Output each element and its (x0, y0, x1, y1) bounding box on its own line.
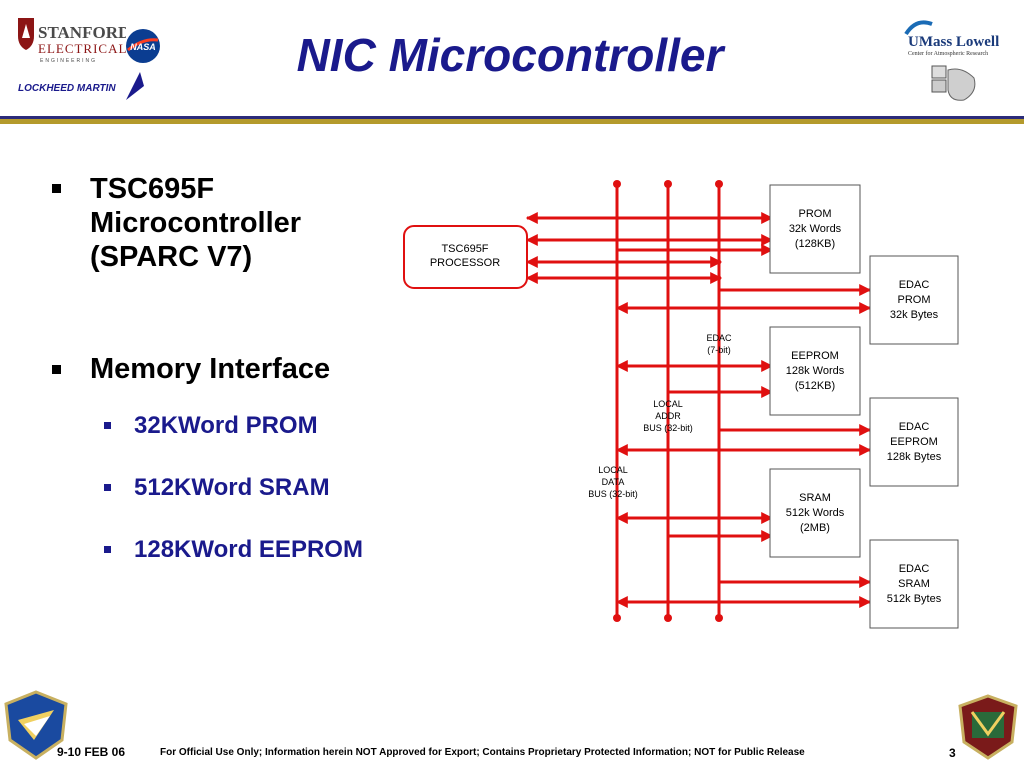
svg-text:BUS (32-bit): BUS (32-bit) (588, 489, 638, 499)
svg-text:EEPROM: EEPROM (791, 350, 839, 362)
memory-block-prom: PROM 32k Words (128KB) (769, 184, 861, 274)
page-title: NIC Microcontroller (296, 29, 724, 81)
sub-bullet-marker (104, 546, 111, 553)
bullet-marker (52, 365, 61, 374)
footer-date: 9-10 FEB 06 (57, 745, 126, 759)
svg-text:UMass Lowell: UMass Lowell (908, 34, 999, 50)
svg-text:LOCAL: LOCAL (598, 465, 628, 475)
title-divider (0, 116, 1024, 124)
svg-text:EDAC: EDAC (706, 333, 732, 343)
svg-text:EDAC: EDAC (899, 563, 930, 575)
engineering-text: ENGINEERING (40, 58, 97, 64)
svg-text:BUS (32-bit): BUS (32-bit) (643, 423, 693, 433)
bullet-memory-interface: Memory Interface (90, 353, 331, 385)
stanford-logo: STANFORD ELECTRICAL ENGINEERING (18, 18, 126, 64)
svg-text:512k Words: 512k Words (786, 507, 845, 519)
sub-bullet-eeprom: 128KWord EEPROM (134, 536, 363, 563)
lockheed-martin-logo: LOCKHEED MARTIN (18, 72, 144, 100)
svg-text:128k Bytes: 128k Bytes (887, 451, 942, 463)
svg-text:PROM: PROM (799, 208, 832, 220)
svg-text:LOCAL: LOCAL (653, 399, 683, 409)
svg-text:NASA: NASA (130, 42, 156, 52)
svg-text:ADDR: ADDR (655, 411, 681, 421)
umass-lowell-logo: UMass Lowell Center for Atmospheric Rese… (904, 20, 999, 57)
stanford-text: STANFORD (38, 23, 126, 42)
footer-disclaimer: For Official Use Only; Information herei… (160, 747, 805, 758)
sri-logo (931, 65, 976, 101)
svg-text:EEPROM: EEPROM (890, 436, 938, 448)
memory-block-edac-prom: EDAC PROM 32k Bytes (869, 255, 959, 345)
processor-connections (525, 212, 774, 284)
svg-text:LOCKHEED MARTIN: LOCKHEED MARTIN (18, 83, 116, 94)
sub-bullet-sram: 512KWord SRAM (134, 474, 330, 501)
sub-bullet-prom: 32KWord PROM (134, 412, 318, 439)
page-number: 3 (949, 746, 956, 760)
svg-text:EDAC: EDAC (899, 279, 930, 291)
bus-label-edac: EDAC (7-bit) (706, 333, 732, 355)
memory-block-edac-sram: EDAC SRAM 512k Bytes (869, 539, 959, 629)
memory-block-edac-eeprom: EDAC EEPROM 128k Bytes (869, 397, 959, 487)
memory-block-eeprom: EEPROM 128k Words (512KB) (769, 326, 861, 416)
air-force-research-lab-emblem (4, 690, 68, 760)
svg-text:32k Bytes: 32k Bytes (890, 309, 939, 321)
svg-text:SRAM: SRAM (799, 492, 831, 504)
bullet-tsc695f: TSC695F Microcontroller (SPARC V7) (90, 173, 302, 273)
memory-connections (615, 244, 872, 608)
svg-text:(2MB): (2MB) (800, 522, 830, 534)
nasa-logo: NASA (126, 29, 160, 63)
sub-bullet-marker (104, 422, 111, 429)
memory-block-sram: SRAM 512k Words (2MB) (769, 468, 861, 558)
bullet-marker (52, 184, 61, 193)
svg-text:(7-bit): (7-bit) (707, 345, 731, 355)
electrical-text: ELECTRICAL (38, 41, 126, 56)
svg-text:512k Bytes: 512k Bytes (887, 593, 942, 605)
svg-text:PROM: PROM (898, 294, 931, 306)
bus-label-data: LOCAL DATA BUS (32-bit) (588, 465, 638, 499)
svg-text:EDAC: EDAC (899, 421, 930, 433)
svg-text:DATA: DATA (602, 477, 625, 487)
svg-text:(512KB): (512KB) (795, 380, 835, 392)
bus-label-addr: LOCAL ADDR BUS (32-bit) (643, 399, 693, 433)
svg-text:128k Words: 128k Words (786, 365, 845, 377)
sub-bullet-marker (104, 484, 111, 491)
processor-block: TSC695F PROCESSOR (403, 225, 528, 289)
processor-label-line2: PROCESSOR (430, 257, 500, 269)
processor-label-line1: TSC695F (441, 243, 488, 255)
svg-text:32k Words: 32k Words (789, 223, 842, 235)
afrl-unit-emblem (958, 694, 1018, 760)
svg-text:(128KB): (128KB) (795, 238, 835, 250)
svg-text:Center for Atmospheric Researc: Center for Atmospheric Research (908, 50, 988, 57)
svg-text:SRAM: SRAM (898, 578, 930, 590)
